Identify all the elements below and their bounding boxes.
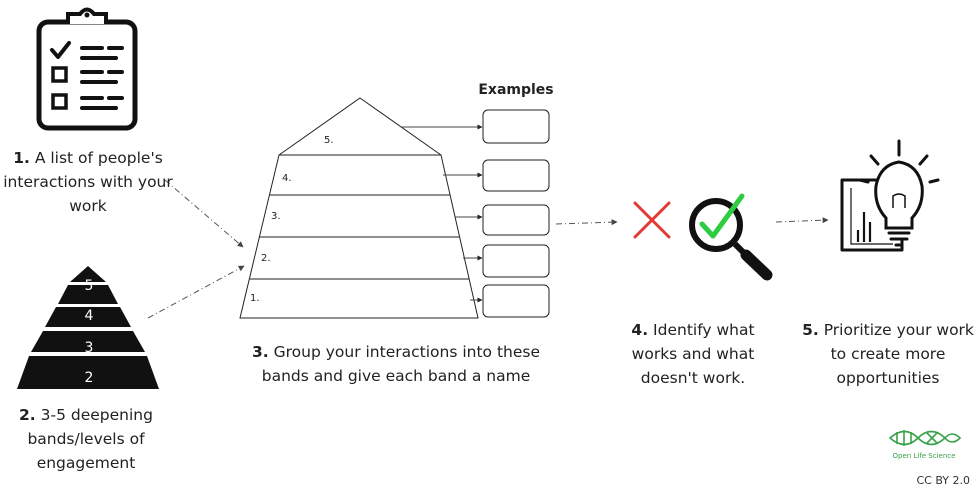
step-5-text: Prioritize your work to create more oppo… bbox=[823, 321, 974, 387]
big-pyramid-level-1: 1. bbox=[250, 293, 260, 304]
open-life-science-logo bbox=[888, 430, 962, 446]
magnifier-check-icon bbox=[689, 193, 773, 281]
logo-text: Open Life Science bbox=[892, 452, 956, 460]
small-pyramid-level-3: 3 bbox=[84, 340, 94, 356]
example-box-4 bbox=[482, 244, 550, 278]
step-3-number: 3. bbox=[251, 343, 269, 361]
big-pyramid-level-2: 2. bbox=[261, 253, 271, 264]
small-pyramid bbox=[17, 266, 159, 389]
step-2-text: 3-5 deepening bands/levels of engagement bbox=[27, 406, 153, 472]
license-text: CC BY 2.0 bbox=[916, 474, 970, 487]
step-2-caption: 2. 3-5 deepening bands/levels of engagem… bbox=[4, 403, 168, 475]
example-box-3 bbox=[482, 204, 550, 236]
example-box-1 bbox=[482, 109, 550, 144]
step-5-caption: 5. Prioritize your work to create more o… bbox=[800, 318, 976, 390]
step-4-number: 4. bbox=[631, 321, 649, 339]
step-3-caption: 3. Group your interactions into these ba… bbox=[246, 340, 546, 388]
arrow-2-to-3 bbox=[147, 265, 245, 319]
step-2-number: 2. bbox=[19, 406, 36, 424]
step-4-text: Identify what works and what doesn't wor… bbox=[631, 321, 755, 387]
arrow-1-to-3 bbox=[164, 179, 244, 248]
example-boxes bbox=[482, 109, 550, 318]
example-box-5 bbox=[482, 284, 550, 318]
example-connectors bbox=[402, 124, 483, 303]
big-pyramid-level-5: 5. bbox=[324, 135, 334, 146]
step-1-caption: 1. A list of people's interactions with … bbox=[0, 146, 176, 218]
arrow-3-to-4 bbox=[555, 219, 618, 226]
examples-heading: Examples bbox=[478, 82, 554, 98]
cross-icon bbox=[633, 201, 671, 239]
small-pyramid-level-4: 4 bbox=[84, 308, 94, 324]
step-5-number: 5. bbox=[802, 321, 819, 339]
step-3-text: Group your interactions into these bands… bbox=[261, 343, 541, 385]
small-pyramid-level-2: 2 bbox=[84, 370, 94, 386]
big-pyramid bbox=[239, 97, 479, 319]
big-pyramid-level-3: 3. bbox=[271, 211, 281, 222]
example-box-2 bbox=[482, 159, 550, 192]
clipboard-icon bbox=[36, 7, 138, 131]
small-pyramid-level-5: 5 bbox=[84, 278, 94, 294]
step-1-number: 1. bbox=[13, 149, 30, 167]
arrow-4-to-5 bbox=[775, 217, 829, 224]
step-1-text: A list of people's interactions with you… bbox=[3, 149, 173, 215]
lightbulb-chart-icon bbox=[840, 139, 940, 252]
big-pyramid-level-4: 4. bbox=[282, 173, 292, 184]
step-4-caption: 4. Identify what works and what doesn't … bbox=[622, 318, 764, 390]
flow-arrows bbox=[147, 179, 829, 319]
